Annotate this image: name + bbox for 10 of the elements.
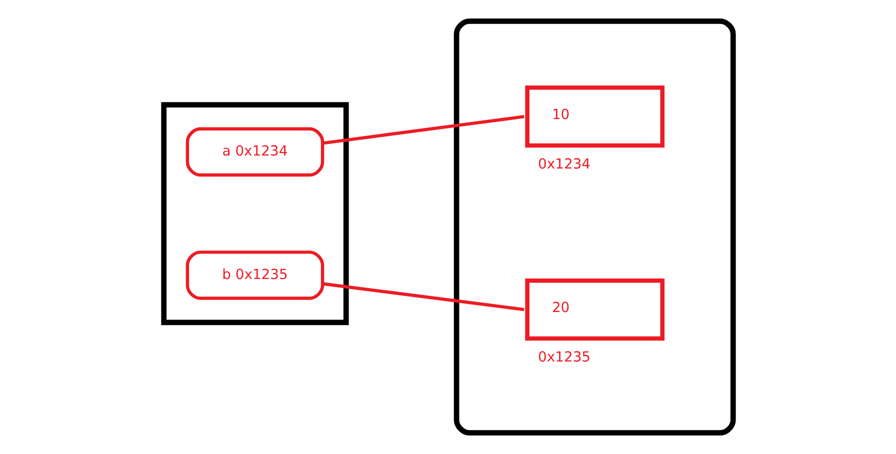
cluster — [453, 18, 736, 436]
node-box: b 0x1235 — [185, 250, 324, 300]
node-label: 0x1234 — [538, 156, 590, 172]
node-label: 0x1235 — [538, 349, 590, 366]
cluster — [160, 102, 348, 326]
node-box: 10 — [524, 85, 664, 148]
connector — [322, 282, 524, 312]
node-box: a 0x1234 — [185, 127, 324, 177]
connector — [322, 114, 524, 145]
node-box: 20 — [524, 278, 664, 341]
